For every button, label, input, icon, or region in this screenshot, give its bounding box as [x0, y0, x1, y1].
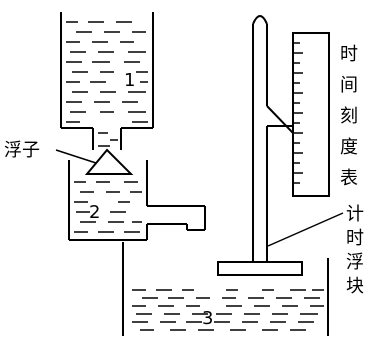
timing-float-char-2: 时 — [346, 228, 364, 249]
time-scale-char-4: 度 — [340, 137, 358, 158]
vessel-2-label: 2 — [89, 202, 100, 223]
float-label: 浮子 — [4, 140, 40, 161]
timing-float — [217, 15, 344, 276]
float: 浮子 — [4, 140, 134, 175]
scale-ticks — [293, 42, 303, 184]
timing-float-label: 计 时 浮 块 — [346, 204, 364, 297]
upper-vessel: 1 — [60, 12, 154, 150]
time-scale — [292, 32, 330, 197]
time-scale-char-2: 间 — [340, 75, 358, 96]
bottom-vessel: 3 — [122, 242, 329, 336]
time-scale-label: 时 间 刻 度 表 — [340, 44, 358, 189]
time-scale-char-5: 表 — [340, 168, 358, 189]
middle-vessel: 2 — [68, 160, 206, 241]
time-scale-char-3: 刻 — [340, 106, 358, 127]
vessel-1-label: 1 — [124, 70, 135, 91]
water-lines-vessel-3 — [132, 289, 324, 331]
water-lines-vessel-1 — [66, 21, 148, 147]
water-lines-vessel-2 — [74, 181, 142, 233]
timing-float-char-1: 计 — [346, 204, 364, 225]
vessel-3-label: 3 — [202, 308, 213, 329]
timing-float-char-3: 浮 — [346, 252, 364, 273]
time-scale-char-1: 时 — [340, 44, 358, 65]
timing-float-char-4: 块 — [346, 276, 364, 297]
